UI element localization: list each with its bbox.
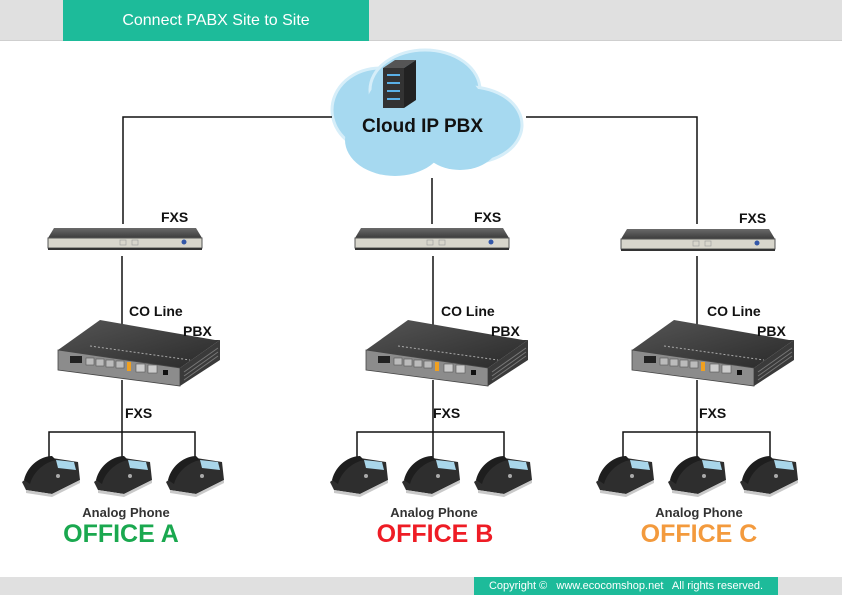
office-name-a: OFFICE A bbox=[63, 520, 179, 548]
fxs-gateway-c bbox=[620, 228, 776, 252]
pbx-label-b: PBX bbox=[491, 323, 520, 339]
phones-label-c: Analog Phone bbox=[655, 505, 743, 520]
extension-label-a: FXS bbox=[125, 405, 153, 421]
phones-label-a: Analog Phone bbox=[82, 505, 170, 520]
phone-icon bbox=[22, 456, 80, 497]
trunk-label-a: CO Line bbox=[129, 303, 183, 319]
extension-label-b: FXS bbox=[433, 405, 461, 421]
pbx-label-a: PBX bbox=[183, 323, 212, 339]
phone-icon bbox=[668, 456, 726, 497]
gateway-label-c: FXS bbox=[739, 210, 767, 226]
phones-label-b: Analog Phone bbox=[390, 505, 478, 520]
copyright-notice: Copyright © www.ecocomshop.net All right… bbox=[474, 577, 778, 595]
cloud-pbx-label: Cloud IP PBX bbox=[362, 116, 484, 137]
fxs-gateway-b bbox=[354, 227, 510, 251]
office-name-c: OFFICE C bbox=[640, 520, 758, 548]
gateway-label-b: FXS bbox=[474, 209, 502, 225]
trunk-label-c: CO Line bbox=[707, 303, 761, 319]
trunk-label-b: CO Line bbox=[441, 303, 495, 319]
phone-icon bbox=[474, 456, 532, 497]
phone-icon bbox=[94, 456, 152, 497]
fxs-gateway-a bbox=[47, 227, 203, 251]
phone-icon bbox=[330, 456, 388, 497]
phone-icon bbox=[166, 456, 224, 497]
phone-icon bbox=[596, 456, 654, 497]
page-title: Connect PABX Site to Site bbox=[63, 0, 369, 41]
phone-icon bbox=[740, 456, 798, 497]
server-icon bbox=[383, 60, 416, 108]
cloud-shape bbox=[330, 48, 524, 176]
pbx-label-c: PBX bbox=[757, 323, 786, 339]
extension-label-c: FXS bbox=[699, 405, 727, 421]
gateway-label-a: FXS bbox=[161, 209, 189, 225]
office-name-b: OFFICE B bbox=[376, 520, 494, 548]
connection-lines bbox=[48, 116, 771, 460]
phone-icon bbox=[402, 456, 460, 497]
